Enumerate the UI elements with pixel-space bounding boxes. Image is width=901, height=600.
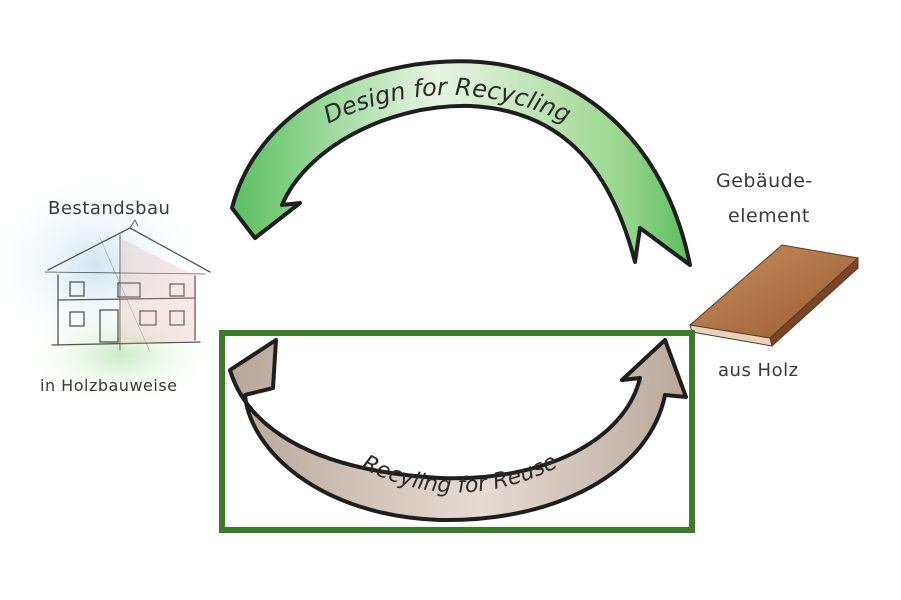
bottom-arrow: Recyling for Reuse bbox=[228, 338, 688, 523]
label-bestandsbau: Bestandsbau bbox=[48, 198, 171, 219]
highlight-box bbox=[219, 330, 695, 533]
label-element: element bbox=[728, 205, 810, 227]
wood-board-icon bbox=[688, 244, 860, 347]
house-tint bbox=[120, 238, 195, 345]
label-gebaeude: Gebäude- bbox=[716, 170, 813, 192]
label-aus-holz: aus Holz bbox=[718, 360, 799, 381]
house-sketch-icon bbox=[44, 219, 211, 353]
top-arrow: Design for Recycling bbox=[230, 59, 692, 267]
house-watercolor-background bbox=[0, 170, 220, 410]
label-holzbauweise: in Holzbauweise bbox=[40, 376, 178, 395]
